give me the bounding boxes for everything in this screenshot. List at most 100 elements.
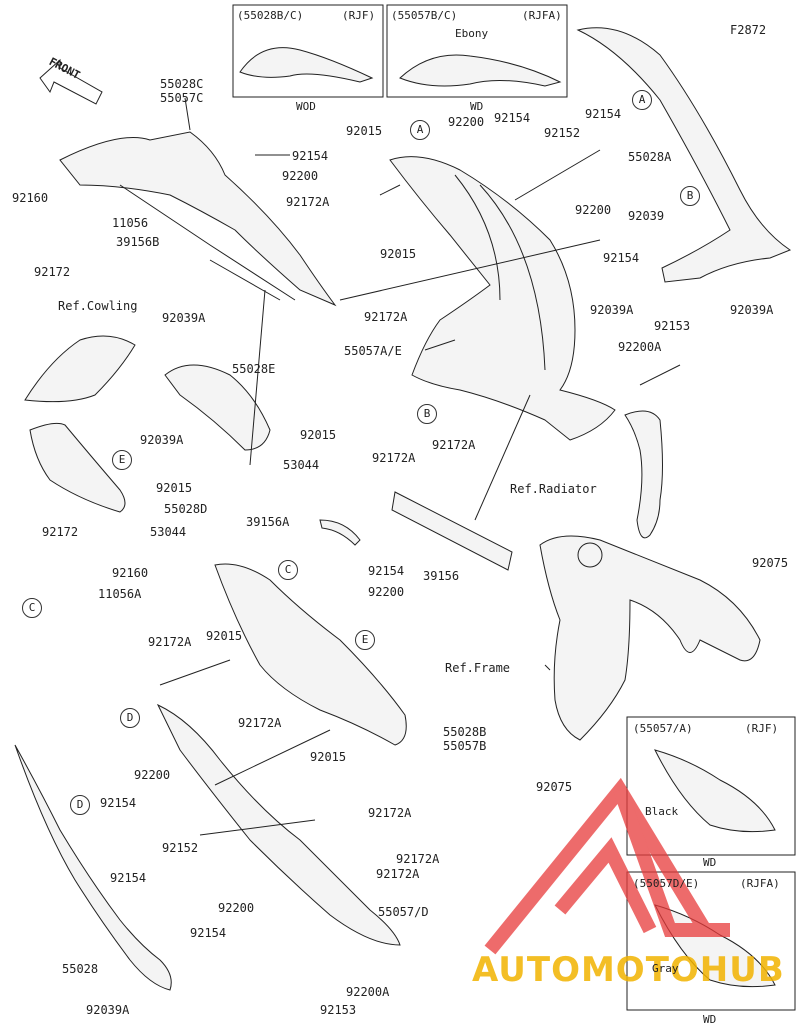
part-number: 92153	[654, 319, 691, 333]
part-number: 92152	[162, 841, 199, 855]
inset-code: (55028B/C)	[237, 9, 304, 22]
inset-box-4	[626, 871, 796, 1011]
inset-caption: WOD	[296, 100, 316, 113]
part-number: 92154	[292, 149, 329, 163]
part-number: 53044	[283, 458, 320, 472]
part-number: 55057C	[160, 91, 204, 105]
callout-b: B	[417, 404, 437, 424]
inset-box-3	[626, 716, 796, 856]
part-number: 92015	[310, 750, 347, 764]
part-number: 55028E	[232, 362, 276, 376]
part-number: 55057B	[443, 739, 487, 753]
part-number: 55057A/E	[344, 344, 402, 358]
part-number: 92154	[368, 564, 405, 578]
part-number: 92200	[134, 768, 171, 782]
part-number: 92172A	[364, 310, 408, 324]
inset-model: (RJFA)	[740, 877, 780, 890]
part-number: 92172A	[376, 867, 420, 881]
callout-b: B	[680, 186, 700, 206]
part-number: 11056A	[98, 587, 142, 601]
inset-box-1	[232, 4, 384, 98]
inset-color: Black	[645, 805, 679, 818]
part-number: 92015	[206, 629, 243, 643]
inset-model: (RJFA)	[522, 9, 562, 22]
part-number: 92153	[320, 1003, 357, 1017]
part-number: 55028	[62, 962, 99, 976]
ref-frame: Ref.Frame	[445, 661, 511, 675]
part-number: 55057/D	[378, 905, 429, 919]
part-number: 53044	[150, 525, 187, 539]
part-number: 92154	[100, 796, 137, 810]
inset-color: Gray	[652, 962, 679, 975]
inset-code: (55057B/C)	[391, 9, 458, 22]
callout-c: C	[278, 560, 298, 580]
part-number: 39156B	[116, 235, 160, 249]
part-number: 11056	[112, 216, 149, 230]
part-number: 92160	[12, 191, 49, 205]
part-number: 92200	[575, 203, 612, 217]
part-number: 92154	[494, 111, 531, 125]
part-number: 92039A	[590, 303, 634, 317]
side-strip-shape	[576, 27, 792, 283]
inset-color: Ebony	[455, 27, 489, 40]
part-number: 92200A	[618, 340, 662, 354]
part-number: 39156	[423, 569, 460, 583]
figure-code: F2872	[730, 23, 767, 37]
part-number: 92154	[585, 107, 622, 121]
inset-model: (RJF)	[745, 722, 779, 735]
callout-e: E	[355, 630, 375, 650]
inset-caption: WD	[703, 856, 717, 869]
part-number: 92172A	[368, 806, 412, 820]
inset-model: (RJF)	[342, 9, 376, 22]
part-number: 92154	[603, 251, 640, 265]
part-number: 92154	[110, 871, 147, 885]
part-number: 92075	[752, 556, 789, 570]
part-number: 92152	[544, 126, 581, 140]
part-number: 92075	[536, 780, 573, 794]
callout-d: D	[70, 795, 90, 815]
part-number: 92154	[190, 926, 227, 940]
part-number: 92200	[282, 169, 319, 183]
inset-box-2	[386, 4, 568, 98]
part-number: 92039A	[162, 311, 206, 325]
part-number: 92200	[368, 585, 405, 599]
part-number: 92015	[300, 428, 337, 442]
part-number: 92015	[156, 481, 193, 495]
part-number: 92039A	[140, 433, 184, 447]
callout-c: C	[22, 598, 42, 618]
part-number: 92172A	[432, 438, 476, 452]
frame-shape	[539, 535, 761, 741]
inset-caption: WD	[470, 100, 484, 113]
front-arrow-icon	[39, 58, 103, 105]
callout-d: D	[120, 708, 140, 728]
part-number: 39156A	[246, 515, 290, 529]
part-number: 92172A	[148, 635, 192, 649]
watermark-text: AUTOMOTOHUB	[472, 950, 785, 990]
part-number: 92015	[380, 247, 417, 261]
part-number: 92039	[628, 209, 665, 223]
part-number: 92015	[346, 124, 383, 138]
part-number: 92039A	[86, 1003, 130, 1017]
part-number: 92160	[112, 566, 149, 580]
part-number: 92200	[218, 901, 255, 915]
callout-e: E	[112, 450, 132, 470]
part-number: 55028B	[443, 725, 487, 739]
part-number: 55028D	[164, 502, 208, 516]
part-number: 92172A	[396, 852, 440, 866]
inset-code: (55057D/E)	[633, 877, 700, 890]
lower-cowl-shape	[214, 563, 407, 746]
inset-code: (55057/A)	[633, 722, 693, 735]
part-number: 92172	[34, 265, 71, 279]
part-number: 92172A	[286, 195, 330, 209]
part-number: 92172	[42, 525, 79, 539]
middle-cowl-shape	[389, 156, 616, 441]
part-number: 55028C	[160, 77, 204, 91]
inset-caption: WD	[703, 1013, 717, 1026]
ref-radiator: Ref.Radiator	[510, 482, 597, 496]
part-number: 92172A	[238, 716, 282, 730]
part-number: 92039A	[730, 303, 774, 317]
part-number: 92200A	[346, 985, 390, 999]
part-number: 55028A	[628, 150, 672, 164]
part-number: 92200	[448, 115, 485, 129]
